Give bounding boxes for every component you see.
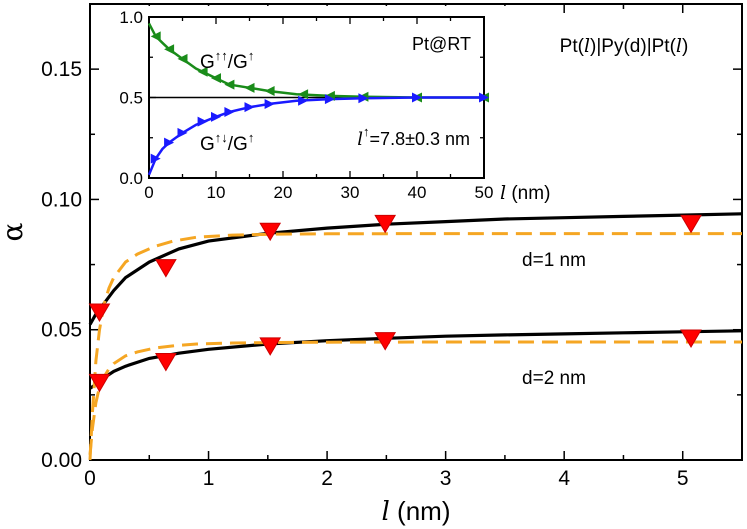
main-y-tick-label: 0.00 (41, 449, 82, 472)
inset-series-label-green: G↑↑/G↑ (200, 48, 254, 73)
inset-data-triangle (244, 102, 255, 113)
data-point-down-triangle (88, 373, 111, 393)
x-axis-title: l (nm) (382, 496, 451, 527)
data-point-down-triangle (154, 259, 177, 278)
inset-temperature-annotation: Pt@RT (412, 34, 471, 54)
solid-fit-line (89, 329, 743, 390)
main-y-tick-label: 0.10 (41, 188, 82, 211)
inset-data-triangle (164, 137, 175, 148)
main-x-tick-label: 0 (84, 467, 96, 490)
main-x-tick-label: 5 (677, 467, 689, 490)
data-point-down-triangle (154, 352, 177, 372)
inset-data-triangle (150, 153, 161, 164)
inset-data-triangle (211, 73, 221, 84)
inset-data-triangle (197, 116, 208, 127)
inset-data-triangle (298, 89, 309, 100)
dashed-fit-line (88, 340, 742, 455)
inset-data-triangle (150, 31, 161, 42)
d1-annotation: d=1 nm (522, 250, 586, 271)
data-point-down-triangle (259, 222, 282, 242)
main-y-tick-label: 0.15 (41, 58, 82, 81)
inset-x-tick-label: 40 (408, 183, 427, 202)
data-point-down-triangle (374, 332, 397, 351)
inset-x-tick-label: 20 (274, 183, 293, 202)
data-point-down-triangle (374, 214, 397, 234)
inset-x-tick-label: 30 (341, 183, 360, 202)
y-axis-title: α (0, 222, 29, 241)
inset-data-triangle (211, 111, 221, 122)
main-fit-lines (88, 212, 743, 461)
inset-data-triangle (177, 53, 188, 64)
d2-annotation: d=2 nm (522, 368, 586, 389)
main-x-tick-label: 2 (321, 467, 333, 490)
main-data-markers (88, 214, 702, 393)
main-x-tick-label: 3 (440, 467, 452, 490)
inset-data-triangle (324, 94, 335, 105)
inset-x-tick-label: 0 (144, 183, 153, 202)
inset-y-tick-label: 0.0 (119, 169, 143, 188)
inset-x-tick-label: 50 (475, 183, 494, 202)
data-point-down-triangle (259, 337, 282, 356)
inset-data-triangle (358, 93, 369, 104)
data-point-down-triangle (680, 214, 702, 234)
data-point-down-triangle (88, 303, 111, 322)
main-y-tick-label: 0.05 (41, 319, 82, 342)
inset-data-triangle (224, 79, 235, 90)
data-point-down-triangle (680, 329, 702, 349)
dashed-fit-line (88, 232, 742, 461)
inset-data-triangle (177, 127, 188, 138)
sample-stack-annotation: Pt(l)|Py(d)|Pt(l) (560, 35, 689, 57)
inset-length-annotation: l↑=7.8±0.3 nm (357, 124, 470, 150)
inset-y-tick-label: 1.0 (119, 8, 143, 27)
inset-data-triangle (479, 92, 489, 103)
inset-data-markers (150, 31, 489, 164)
inset-data-triangle (224, 106, 235, 117)
inset-ticks: 0 10 20 30 40 50 0.0 0.5 1.0 (119, 8, 493, 202)
main-plot-frame (89, 3, 743, 461)
inset-data-triangle (264, 86, 275, 97)
inset-data-triangle (264, 98, 275, 109)
inset-x-axis-title: l (nm) (500, 182, 550, 204)
main-x-tick-label: 4 (558, 467, 570, 490)
inset-data-triangle (164, 44, 175, 55)
inset-series-label-blue: G↑↓/G↑ (200, 130, 254, 155)
inset-x-tick-label: 10 (207, 183, 226, 202)
inset-data-triangle (244, 82, 255, 93)
solid-fit-line (88, 212, 743, 326)
inset-data-triangle (412, 92, 422, 103)
inset-y-tick-label: 0.5 (119, 89, 143, 108)
main-x-tick-label: 1 (203, 467, 215, 490)
inset-plot: 0 10 20 30 40 50 0.0 0.5 1.0 G↑↑/G↑ G↑↓/G↑ Pt@RT… (100, 6, 550, 210)
inset-data-triangle (298, 95, 309, 106)
inset-data-triangle (197, 66, 208, 77)
